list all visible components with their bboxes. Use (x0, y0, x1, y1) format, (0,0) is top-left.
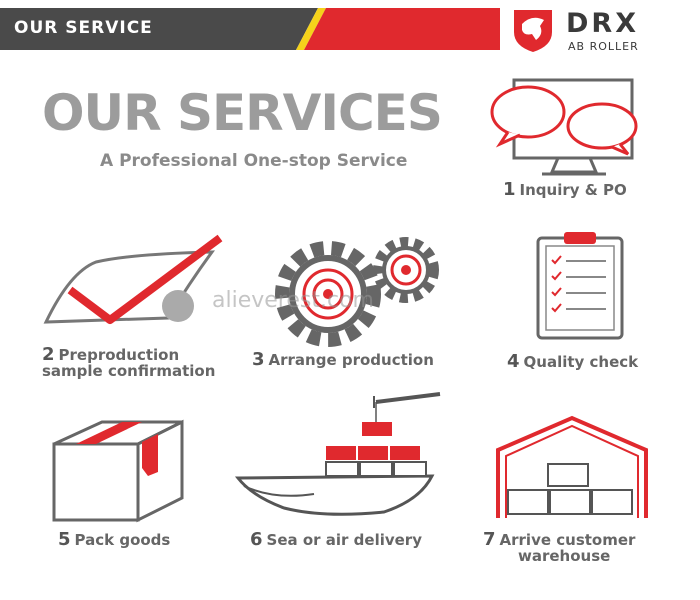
box-icon (52, 419, 184, 523)
header-bar (0, 8, 500, 50)
gears-icon (275, 237, 439, 347)
step-7-label-line2: warehouse (518, 547, 611, 565)
warehouse-icon (496, 415, 648, 518)
logo-subtitle: AB ROLLER (568, 40, 639, 53)
drx-shield-logo-icon (514, 10, 552, 52)
clipboard-checklist-icon (536, 232, 624, 340)
step-2-label-line2: sample confirmation (42, 362, 216, 380)
header-title: OUR SERVICE (14, 18, 153, 38)
checkmark-scroll-icon (43, 234, 223, 324)
watermark: alieverest.com (212, 288, 374, 313)
logo-text: DRX (566, 8, 640, 39)
hero-title: OUR SERVICES (42, 84, 443, 142)
hero-subtitle: A Professional One-stop Service (100, 151, 408, 171)
cargo-ship-icon (234, 392, 441, 516)
chat-monitor-icon (490, 78, 638, 176)
